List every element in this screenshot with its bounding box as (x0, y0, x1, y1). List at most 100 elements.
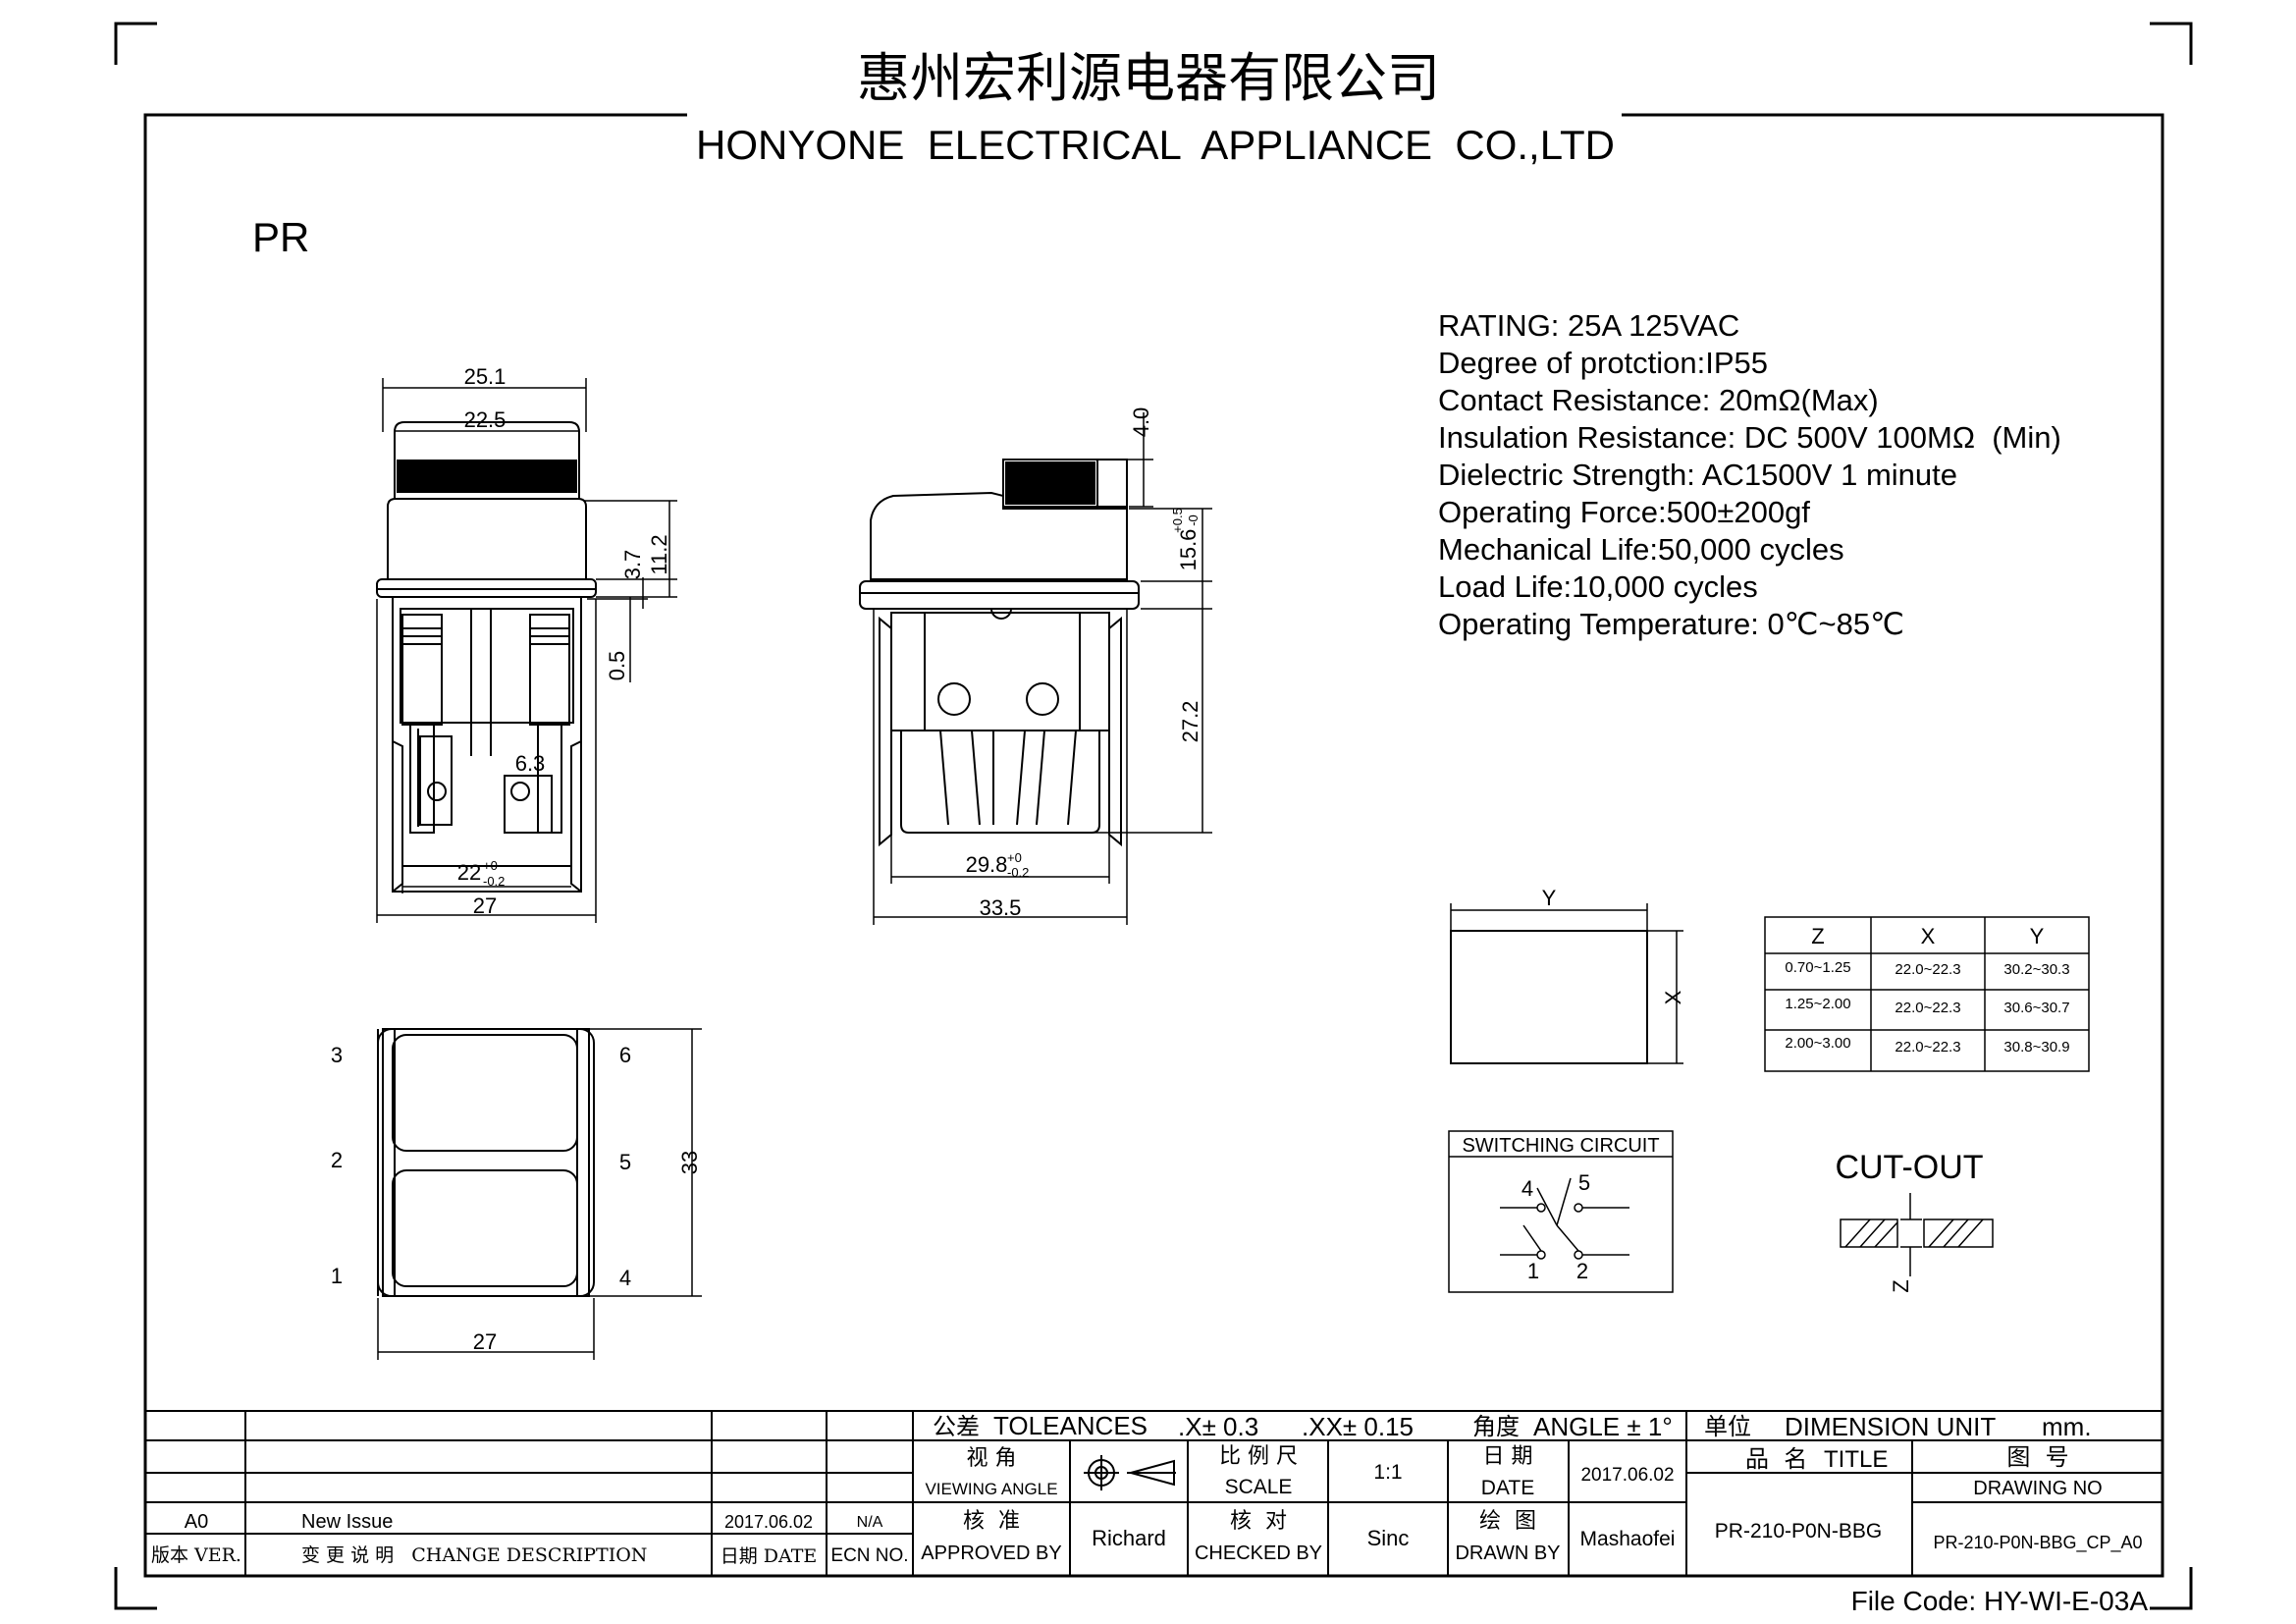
side-hole-right (1026, 682, 1059, 716)
spec-contact-resistance: Contact Resistance: 20mΩ(Max) (1438, 383, 1879, 417)
table-cell: 22.0~22.3 (1895, 961, 1960, 978)
front-rocker-band (397, 460, 577, 493)
date-cn: 日 期 (1483, 1444, 1533, 1469)
scale-value: 1:1 (1373, 1461, 1402, 1484)
spec-mechanical-life: Mechanical Life:50,000 cycles (1438, 532, 1844, 567)
circuit-pin-4: 4 (1522, 1176, 1533, 1201)
viewing-angle-en: VIEWING ANGLE (925, 1480, 1057, 1498)
viewing-angle-cn: 视 角 (967, 1446, 1017, 1471)
spec-insulation-resistance: Insulation Resistance: DC 500V 100MΩ (Mi… (1438, 420, 2061, 455)
dim-33: 33 (677, 1151, 702, 1174)
spec-dielectric-strength: Dielectric Strength: AC1500V 1 minute (1438, 458, 1957, 492)
side-body-top (870, 491, 1128, 580)
table-cell: 2.00~3.00 (1785, 1035, 1850, 1052)
cutout-section: CUT-OUT Z (1835, 1149, 1994, 1293)
approved-value: Richard (1092, 1526, 1166, 1550)
dim-27-bottom: 27 (473, 1329, 497, 1354)
dim-33-5: 33.5 (980, 895, 1022, 920)
pin-2-label: 2 (331, 1148, 343, 1172)
dim-27-2: 27.2 (1178, 701, 1202, 743)
spec-operating-temperature: Operating Temperature: 0℃~85℃ (1438, 607, 1904, 641)
rev-ver: A0 (185, 1511, 208, 1533)
approved-en: APPROVED BY (921, 1543, 1061, 1564)
approved-cn: 核 准 (963, 1509, 1020, 1534)
sheet-frame (143, 113, 2164, 1578)
table-header-y: Y (2030, 924, 2045, 948)
tolerance-cn: 公差 (933, 1413, 980, 1440)
dim-29-8: 29.8 (966, 852, 1008, 877)
file-code: File Code: HY-WI-E-03A (1851, 1586, 2149, 1616)
circuit-pin-2: 2 (1576, 1259, 1588, 1283)
table-header-z: Z (1811, 924, 1824, 948)
dim-11-2: 11.2 (647, 534, 671, 574)
company-name-cn: 惠州宏利源电器有限公司 (857, 47, 1440, 109)
dim-25-1: 25.1 (464, 364, 507, 389)
table-cell: 22.0~22.3 (1895, 1000, 1960, 1016)
cutout-label-y: Y (1542, 886, 1557, 910)
angle-en: ANGLE ± 1° (1533, 1412, 1673, 1441)
title-block: 公差 TOLEANCES .X± 0.3 .XX± 0.15 角度 ANGLE … (145, 1410, 2163, 1576)
pin-6-label: 6 (619, 1043, 631, 1067)
corner-marks (114, 22, 2193, 1610)
cutout-label-x: X (1661, 990, 1685, 1004)
checked-en: CHECKED BY (1195, 1543, 1322, 1564)
spec-operating-force: Operating Force:500±200gf (1438, 495, 1810, 529)
dim-27-front: 27 (473, 893, 497, 918)
dim-6-3: 6.3 (515, 751, 546, 776)
scale-en: SCALE (1225, 1476, 1293, 1498)
pin-3-label: 3 (331, 1043, 343, 1067)
side-view: 4.0 15.6 +0.5 -0 27.2 29.8 +0 -0.2 33.5 (859, 407, 1212, 925)
front-dimensions (376, 378, 677, 923)
front-body-top (387, 498, 587, 580)
date-en: DATE (1481, 1477, 1534, 1499)
date-value: 2017.06.02 (1580, 1465, 1674, 1486)
header-change-description: 变 更 说 明 CHANGE DESCRIPTION (301, 1544, 647, 1566)
pin-4-label: 4 (619, 1266, 631, 1290)
spec-load-life: Load Life:10,000 cycles (1438, 569, 1758, 604)
dim-0-5: 0.5 (605, 651, 629, 681)
bottom-upper-window (392, 1034, 578, 1152)
pin-1-label: 1 (331, 1264, 343, 1288)
checked-value: Sinc (1367, 1526, 1410, 1550)
cutout-label-z: Z (1889, 1279, 1913, 1292)
table-cell: 30.2~30.3 (2003, 961, 2069, 978)
dim-29-8-tol-lower: -0.2 (1007, 865, 1029, 880)
cutout-panel: Y X (1450, 886, 1685, 1064)
front-terminal-tab-right (504, 775, 553, 834)
spec-list: RATING: 25A 125VAC Degree of protction:I… (1438, 308, 2061, 641)
checked-cn: 核 对 (1230, 1509, 1287, 1534)
cutout-rect (1450, 930, 1648, 1064)
rev-desc: New Issue (301, 1511, 393, 1533)
front-terminal-right (529, 614, 570, 726)
side-dimensions (873, 412, 1212, 925)
model-label: PR (252, 214, 309, 260)
front-housing (392, 596, 582, 893)
table-header-x: X (1921, 924, 1936, 948)
switching-circuit: SWITCHING CIRCUIT 4 5 1 2 (1448, 1130, 1674, 1293)
switching-circuit-title: SWITCHING CIRCUIT (1462, 1135, 1659, 1157)
tolerance-xx: .XX± 0.15 (1302, 1412, 1414, 1441)
drawn-cn: 绘 图 (1479, 1509, 1536, 1534)
drawn-en: DRAWN BY (1455, 1543, 1560, 1564)
front-terminal-left (401, 614, 443, 726)
spec-rating: RATING: 25A 125VAC (1438, 308, 1739, 343)
front-view: 25.1 22.5 3.7 11.2 0.5 6.3 22 +0 -0.2 27 (376, 364, 677, 923)
dim-22-5: 22.5 (464, 407, 507, 432)
dim-22-tol-lower: -0.2 (483, 874, 505, 889)
rev-date: 2017.06.02 (724, 1512, 813, 1532)
dim-15-6: 15.6 (1176, 529, 1201, 571)
tolerance-x: .X± 0.3 (1178, 1412, 1258, 1441)
cutout-table: Z X Y 0.70~1.25 22.0~22.3 30.2~30.3 1.25… (1764, 916, 2090, 1072)
table-cell: 1.25~2.00 (1785, 996, 1850, 1012)
tolerance-en: TOLEANCES (993, 1411, 1148, 1440)
front-terminal-tab-left (419, 735, 453, 826)
angle-cn: 角度 (1472, 1413, 1520, 1440)
dim-3-7: 3.7 (620, 550, 645, 580)
header-date: 日期 DATE (721, 1545, 818, 1567)
dim-4-0: 4.0 (1129, 407, 1153, 438)
pin-5-label: 5 (619, 1150, 631, 1174)
unit-cn: 单位 (1704, 1413, 1751, 1440)
table-cell: 22.0~22.3 (1895, 1039, 1960, 1056)
table-cell: 0.70~1.25 (1785, 959, 1850, 976)
